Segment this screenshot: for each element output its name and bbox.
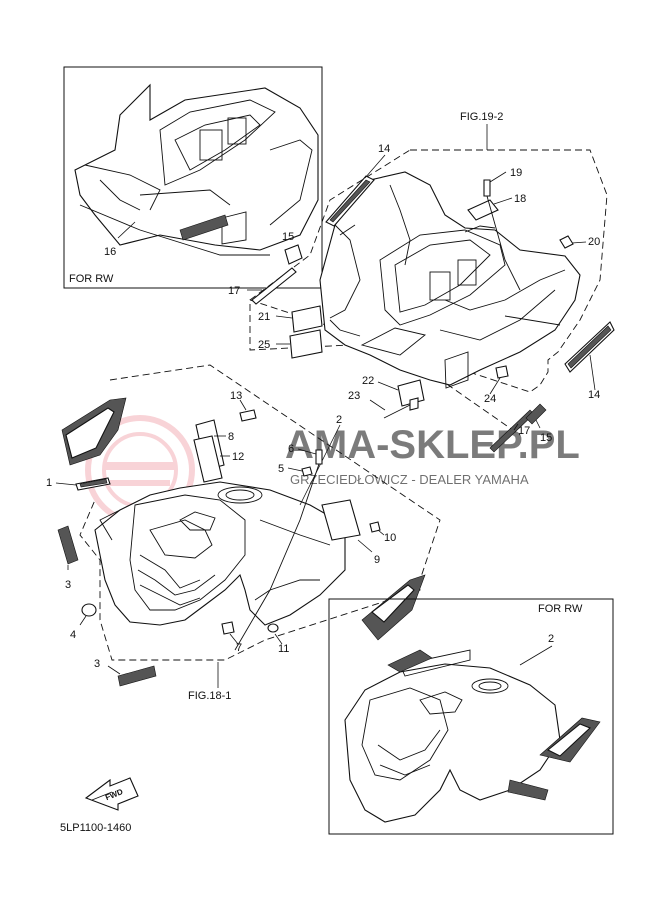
grommet-11 xyxy=(267,623,279,633)
callout-22: 22 xyxy=(362,375,374,387)
oval-emblem-4 xyxy=(81,603,97,617)
part-code: 5LP1100-1460 xyxy=(60,822,131,834)
decal-15-right xyxy=(525,403,547,425)
callout-10: 10 xyxy=(384,532,396,544)
label-12 xyxy=(193,435,223,483)
callout-20: 20 xyxy=(588,236,600,248)
callout-25: 25 xyxy=(258,339,270,351)
callout-1: 1 xyxy=(46,477,52,489)
callout-15-right: 15 xyxy=(540,432,552,444)
callout-11: 11 xyxy=(278,643,289,655)
callout-3-upper: 3 xyxy=(65,579,71,591)
callout-17-right: 17 xyxy=(518,425,530,437)
fig-18-1-label: FIG.18-1 xyxy=(188,690,231,702)
callout-19: 19 xyxy=(510,167,522,179)
inset-top-left-label: FOR RW xyxy=(69,273,114,285)
fwd-arrow-icon: FWD xyxy=(84,777,139,811)
bolt-6 xyxy=(234,449,323,651)
rear-fender-group: FIG.19-2 14 14 xyxy=(228,111,615,453)
callout-8: 8 xyxy=(228,431,234,443)
callout-23: 23 xyxy=(348,390,360,402)
callout-15-left: 15 xyxy=(282,231,294,243)
callout-12: 12 xyxy=(232,451,244,463)
collar-24 xyxy=(495,365,509,379)
callout-13: 13 xyxy=(230,390,242,402)
callout-7: 7 xyxy=(236,642,242,654)
fig-19-2-label: FIG.19-2 xyxy=(460,111,503,123)
decal-13 xyxy=(239,409,257,422)
inset-bottom-right-label: FOR RW xyxy=(538,603,583,615)
nut-20 xyxy=(559,235,574,249)
inset-top-left: 16 FOR RW xyxy=(63,66,323,289)
inset-bottom-right: FOR RW 2 xyxy=(328,598,614,835)
callout-2-top: 2 xyxy=(336,414,342,426)
callout-24: 24 xyxy=(484,393,496,405)
decal-3-upper xyxy=(57,525,79,565)
strip-17-left xyxy=(251,267,297,305)
watermark-subtext: GRZECIEDŁOWICZ - DEALER YAMAHA xyxy=(290,472,529,487)
callout-18: 18 xyxy=(514,193,526,205)
callout-14-right: 14 xyxy=(588,389,600,401)
decal-3-lower xyxy=(117,665,157,687)
callout-5: 5 xyxy=(278,463,284,475)
bolt-23 xyxy=(383,403,413,419)
decal-15-left xyxy=(284,244,303,265)
watermark-text: AMA-SKLEP.PL xyxy=(285,423,580,467)
callout-17-left: 17 xyxy=(228,285,240,297)
label-21 xyxy=(291,305,323,333)
callout-16: 16 xyxy=(104,246,116,258)
callout-2-inset: 2 xyxy=(548,633,554,645)
nut-7 xyxy=(221,621,235,635)
callout-6: 6 xyxy=(288,443,294,455)
callout-14-top: 14 xyxy=(378,143,390,155)
bolt-19 xyxy=(483,179,521,291)
plate-9 xyxy=(321,499,361,541)
bolt-10 xyxy=(369,521,381,533)
emblem-1 xyxy=(75,477,111,491)
emblem-decal-14-top xyxy=(325,175,375,227)
front-fender-group: 1 2 3 3 4 5 6 7 xyxy=(46,364,441,702)
callout-4: 4 xyxy=(70,629,76,641)
emblem-decal-14-right xyxy=(564,321,615,373)
label-25 xyxy=(289,329,323,359)
callout-9: 9 xyxy=(374,554,380,566)
callout-3-lower: 3 xyxy=(94,658,100,670)
callout-21: 21 xyxy=(258,311,270,323)
nut-5 xyxy=(301,466,313,477)
plate-18 xyxy=(467,199,499,221)
